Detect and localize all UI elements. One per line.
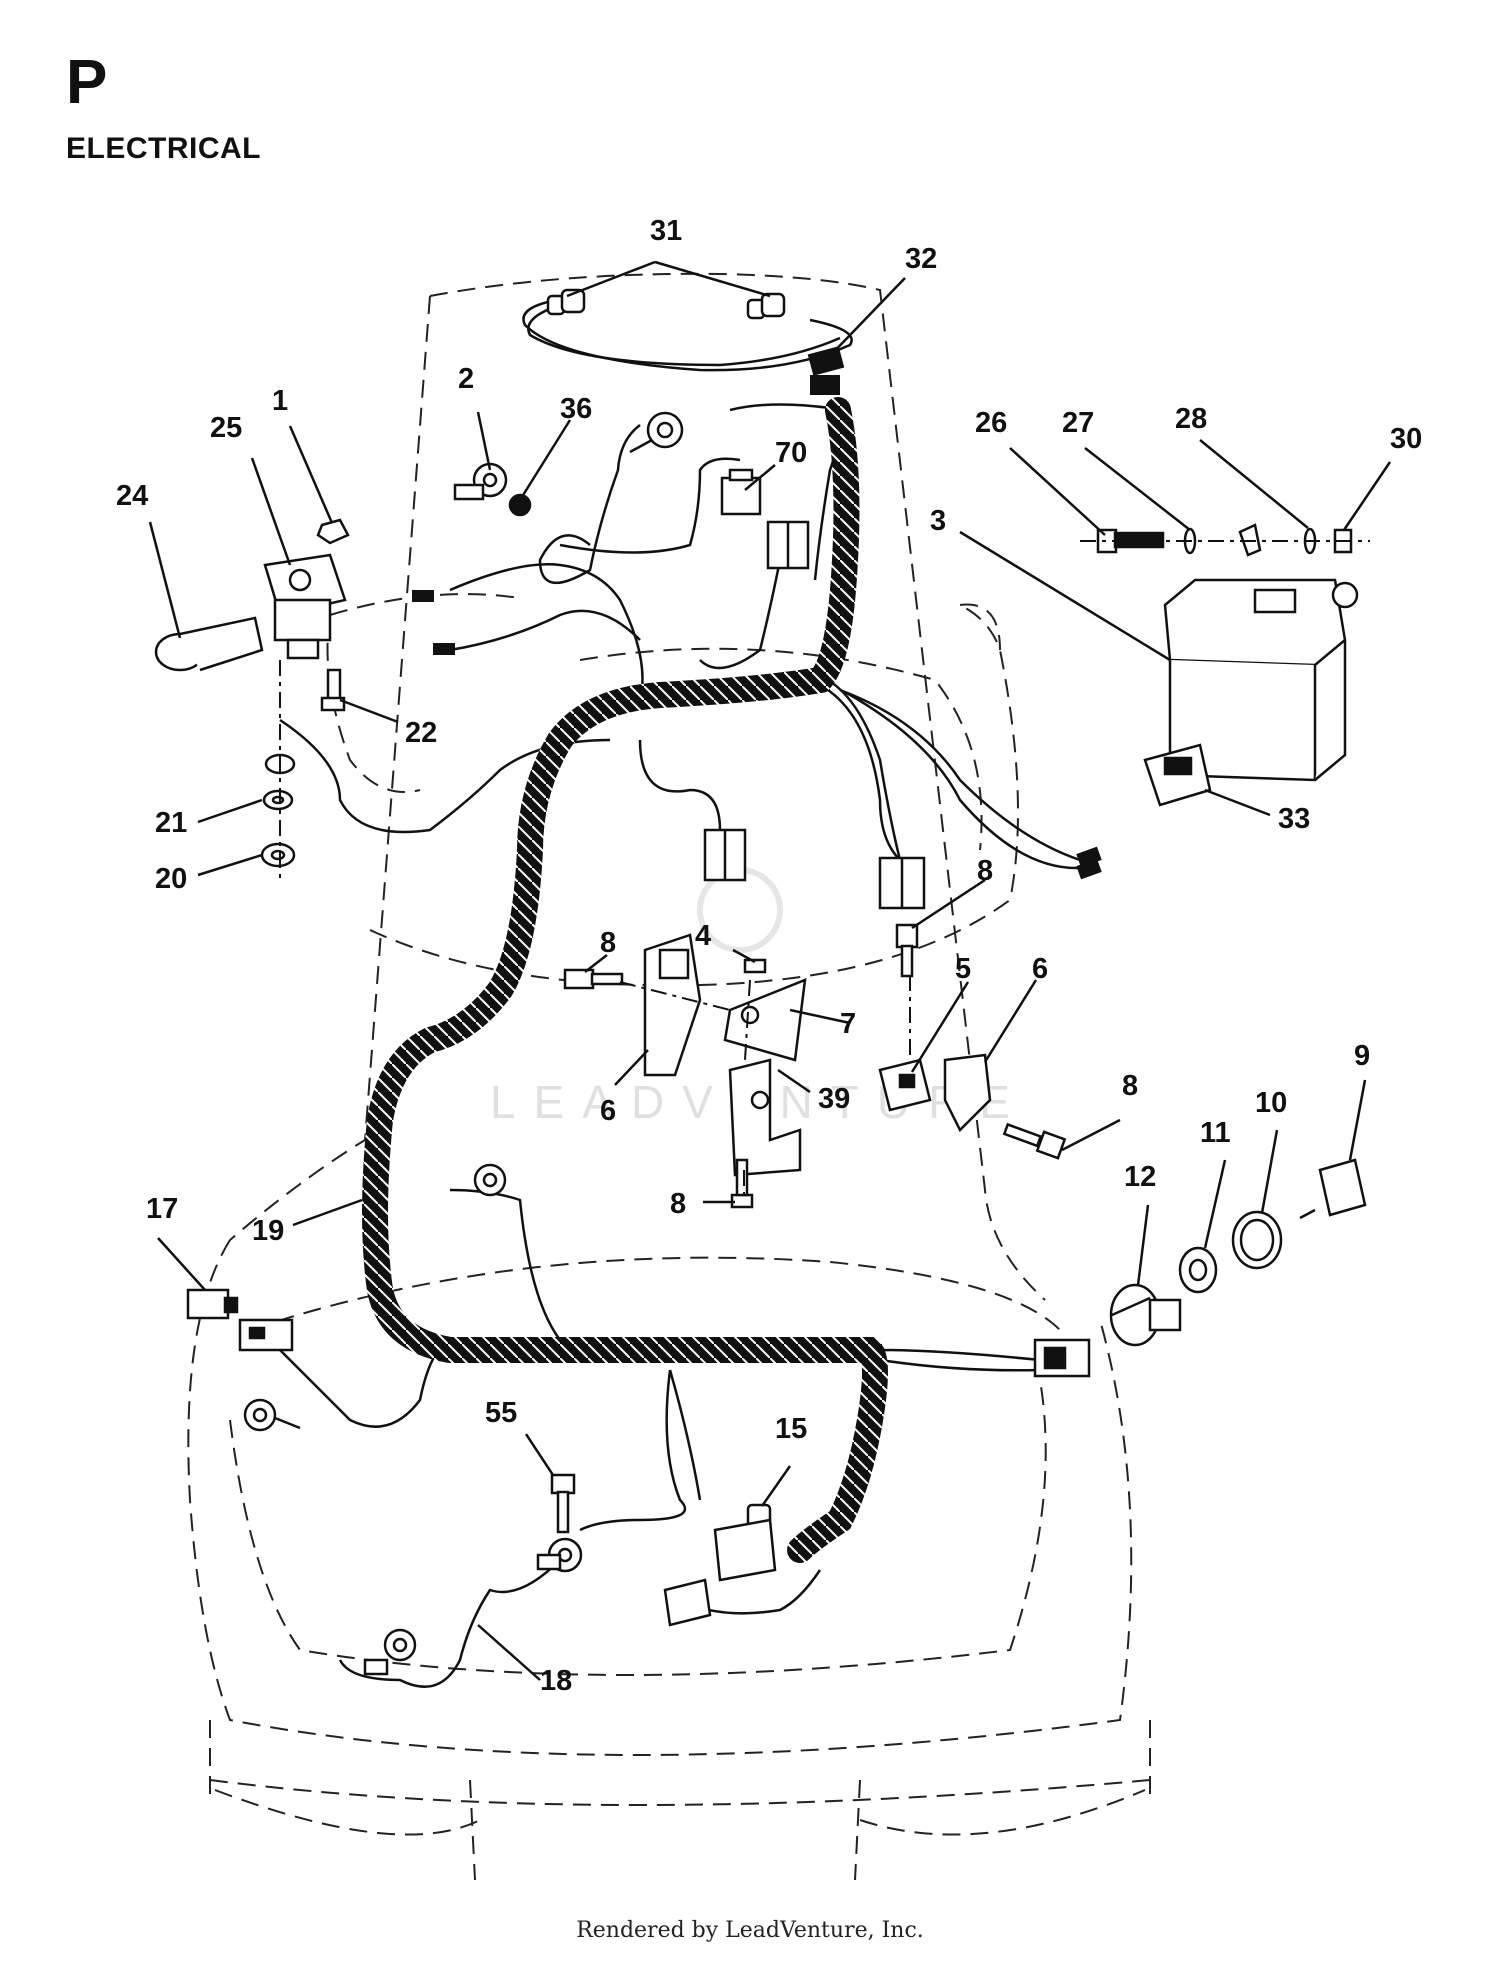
callout-26: 26	[975, 407, 1007, 439]
screw-22	[320, 668, 346, 712]
callout-2: 2	[458, 363, 474, 395]
plug-connector-70	[720, 468, 762, 516]
ring-terminal-19	[473, 1163, 507, 1197]
callout-8-bolt: 8	[1122, 1070, 1138, 1102]
relay-17	[186, 1288, 239, 1320]
callout-6-left: 6	[600, 1095, 616, 1127]
battery	[1163, 578, 1359, 782]
washer-terminal-21	[262, 753, 296, 811]
switch-bracket-6-left	[643, 933, 702, 1077]
callout-32: 32	[905, 243, 937, 275]
bracket-39	[728, 1058, 802, 1177]
screws-8	[563, 923, 1067, 1209]
callout-27: 27	[1062, 407, 1094, 439]
ring-terminal-18b	[363, 1628, 417, 1676]
callout-55: 55	[485, 1397, 517, 1429]
ring-terminal-36	[629, 411, 684, 454]
mounting-bracket-7	[723, 978, 807, 1062]
footer-credit: Rendered by LeadVenture, Inc.	[576, 1918, 924, 1943]
callout-39: 39	[818, 1083, 850, 1115]
callout-22: 22	[405, 717, 437, 749]
callout-6-right: 6	[1032, 953, 1048, 985]
callout-1: 1	[272, 385, 288, 417]
callout-15: 15	[775, 1413, 807, 1445]
callout-5: 5	[955, 953, 971, 985]
watermark-logo	[697, 867, 783, 953]
light-harness-connector	[807, 346, 845, 376]
callout-8-upper-right: 8	[977, 855, 993, 887]
callout-28: 28	[1175, 403, 1207, 435]
callout-70: 70	[775, 437, 807, 469]
callout-19: 19	[252, 1215, 284, 1247]
callout-7: 7	[840, 1008, 856, 1040]
connector-19	[238, 1318, 294, 1352]
nut-1	[316, 518, 350, 545]
section-title: ELECTRICAL	[66, 132, 261, 165]
seat-switch	[713, 1503, 777, 1582]
coiled-harness	[362, 397, 888, 1563]
starter-solenoid	[263, 553, 347, 660]
ring-terminal-18a	[536, 1537, 583, 1573]
plug-connector-lower-right	[878, 856, 926, 910]
ignition-bezel	[1231, 1210, 1283, 1270]
leader-lines	[148, 260, 1392, 1681]
callout-8-lower: 8	[670, 1188, 686, 1220]
callout-17: 17	[146, 1193, 178, 1225]
headlight-switch	[1143, 743, 1212, 807]
terminal-boot	[154, 616, 264, 672]
screw-4	[743, 958, 767, 974]
callout-9: 9	[1354, 1040, 1370, 1072]
callout-30: 30	[1390, 423, 1422, 455]
ground-screw-55	[550, 1473, 576, 1534]
callout-8-left: 8	[600, 927, 616, 959]
center-lines	[619, 975, 911, 1195]
callout-25: 25	[210, 412, 242, 444]
callout-18: 18	[540, 1665, 572, 1697]
section-letter: P	[66, 48, 108, 117]
tractor-body-outline	[187, 272, 1151, 1881]
nut-20	[260, 842, 296, 868]
callout-labels: 31 32 2 36 1 25 24 70 26 27 28 30 3 22 2…	[116, 215, 1422, 1697]
plug-connector-lower-left	[703, 828, 747, 882]
spade-terminals	[412, 375, 1102, 880]
callout-20: 20	[155, 863, 187, 895]
callout-4: 4	[695, 920, 711, 952]
callout-33: 33	[1278, 803, 1310, 835]
callout-36: 36	[560, 393, 592, 425]
headlight-bulb-left	[546, 288, 586, 316]
switch-bracket-6-right	[943, 1053, 992, 1133]
callout-31: 31	[650, 215, 682, 247]
ignition-key	[1299, 1158, 1367, 1220]
ignition-switch	[1109, 1283, 1182, 1347]
callout-21: 21	[155, 807, 187, 839]
battery-bolt-26	[1096, 528, 1165, 554]
thin-wiring	[279, 296, 1081, 1688]
callout-11: 11	[1200, 1117, 1231, 1149]
callout-24: 24	[116, 480, 148, 512]
ignition-nut	[1178, 1246, 1218, 1294]
seat-switch-plug	[663, 1578, 712, 1627]
ring-terminal-17	[243, 1398, 301, 1432]
headlight-bulb-right	[746, 292, 786, 320]
plug-connector-center	[766, 520, 810, 570]
pto-connector	[1033, 1338, 1091, 1378]
callout-3: 3	[930, 505, 946, 537]
callout-10: 10	[1255, 1087, 1287, 1119]
bracket-5	[878, 1058, 932, 1112]
ground-terminal-2	[453, 462, 532, 517]
callout-12: 12	[1124, 1161, 1156, 1193]
